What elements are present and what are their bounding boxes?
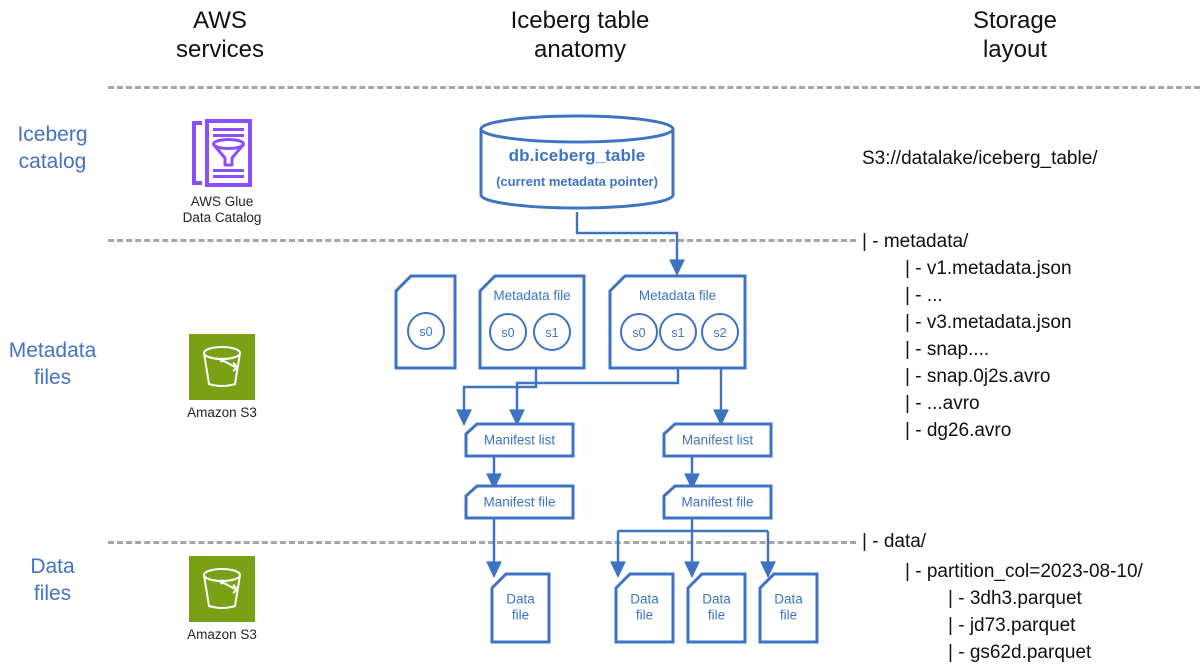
manifest-file-label: Manifest file	[681, 494, 754, 510]
storage-metadata-entry: | - v3.metadata.json	[905, 312, 1072, 333]
iceberg-catalog-table-node: db.iceberg_table (current metadata point…	[478, 114, 676, 210]
storage-partition-dir: | - partition_col=2023-08-10/	[905, 561, 1143, 582]
divider-data	[108, 541, 856, 544]
data-file-node-3: Data file	[686, 572, 747, 644]
data-file-label: Data file	[702, 591, 731, 623]
row-label-metadata-files: Metadata files	[8, 339, 97, 389]
row-label-data-files: Data files	[30, 555, 75, 605]
row-label-iceberg-catalog: Iceberg catalog	[17, 123, 88, 173]
storage-metadata-entry: | - snap.0j2s.avro	[905, 366, 1051, 387]
amazon-s3-bucket-icon	[189, 556, 255, 622]
document-shape	[490, 572, 551, 644]
metadata-file-title: Metadata file	[493, 288, 571, 303]
storage-data-entry: | - 3dh3.parquet	[948, 588, 1082, 609]
divider-metadata	[108, 239, 856, 242]
data-file-label: Data file	[774, 591, 803, 623]
storage-data-dir: | - data/	[862, 531, 927, 552]
metadata-file-node-2: Metadata file s0 s1	[478, 274, 586, 370]
document-shape	[662, 422, 773, 458]
amazon-s3-bucket-icon	[189, 334, 255, 400]
data-file-node-2: Data file	[614, 572, 675, 644]
column-header-iceberg-table-anatomy: Iceberg table anatomy	[510, 7, 650, 63]
snapshot-badge-s2: s2	[701, 313, 739, 351]
aws-service-s3-metadata: Amazon S3	[157, 334, 287, 421]
manifest-list-node-left: Manifest list	[464, 422, 575, 458]
snapshot-badge-s1: s1	[533, 313, 571, 351]
manifest-list-label: Manifest list	[681, 432, 754, 448]
column-header-storage-layout: Storage layout	[972, 7, 1058, 63]
manifest-file-label: Manifest file	[483, 494, 556, 510]
column-header-aws-services: AWS services	[175, 7, 265, 63]
storage-metadata-dir: | - metadata/	[862, 231, 969, 252]
storage-data-entry: | - jd73.parquet	[948, 615, 1076, 636]
document-shape	[464, 422, 575, 458]
aws-service-glue-data-catalog: AWS Glue Data Catalog	[157, 117, 287, 226]
manifest-list-node-right: Manifest list	[662, 422, 773, 458]
snapshot-badge-s1: s1	[659, 313, 697, 351]
metadata-file-node-1: s0	[394, 274, 457, 370]
storage-metadata-entry: | - dg26.avro	[905, 420, 1012, 441]
document-shape	[614, 572, 675, 644]
storage-metadata-entry: | - v1.metadata.json	[905, 258, 1072, 279]
aws-service-s3-data: Amazon S3	[157, 556, 287, 643]
manifest-file-node-right: Manifest file	[662, 484, 773, 520]
data-file-label: Data file	[506, 591, 535, 623]
manifest-list-label: Manifest list	[483, 432, 556, 448]
document-shape	[464, 484, 575, 520]
document-shape	[662, 484, 773, 520]
data-file-node-4: Data file	[758, 572, 819, 644]
aws-glue-data-catalog-icon	[192, 119, 252, 187]
cylinder-shape	[479, 114, 675, 210]
divider-header	[108, 86, 1200, 89]
snapshot-badge-s0: s0	[620, 313, 658, 351]
aws-service-caption: AWS Glue Data Catalog	[182, 194, 262, 225]
storage-root-path: S3://datalake/iceberg_table/	[862, 148, 1098, 169]
metadata-file-node-3: Metadata file s0 s1 s2	[608, 274, 747, 370]
document-shape	[758, 572, 819, 644]
catalog-table-name: db.iceberg_table	[508, 146, 646, 165]
aws-service-caption: Amazon S3	[187, 627, 257, 642]
data-file-node-1: Data file	[490, 572, 551, 644]
storage-metadata-entry: | - snap....	[905, 339, 990, 360]
document-shape	[686, 572, 747, 644]
manifest-file-node-left: Manifest file	[464, 484, 575, 520]
metadata-file-title: Metadata file	[638, 288, 717, 303]
storage-data-entry: | - gs62d.parquet	[948, 642, 1092, 663]
storage-metadata-entry: | - ...	[905, 285, 943, 306]
snapshot-badge-s0: s0	[489, 313, 527, 351]
storage-metadata-entry: | - ...avro	[905, 393, 980, 414]
snapshot-badge-s0: s0	[407, 312, 445, 350]
catalog-table-subtitle: (current metadata pointer)	[496, 174, 658, 189]
data-file-label: Data file	[630, 591, 659, 623]
aws-service-caption: Amazon S3	[187, 405, 257, 420]
